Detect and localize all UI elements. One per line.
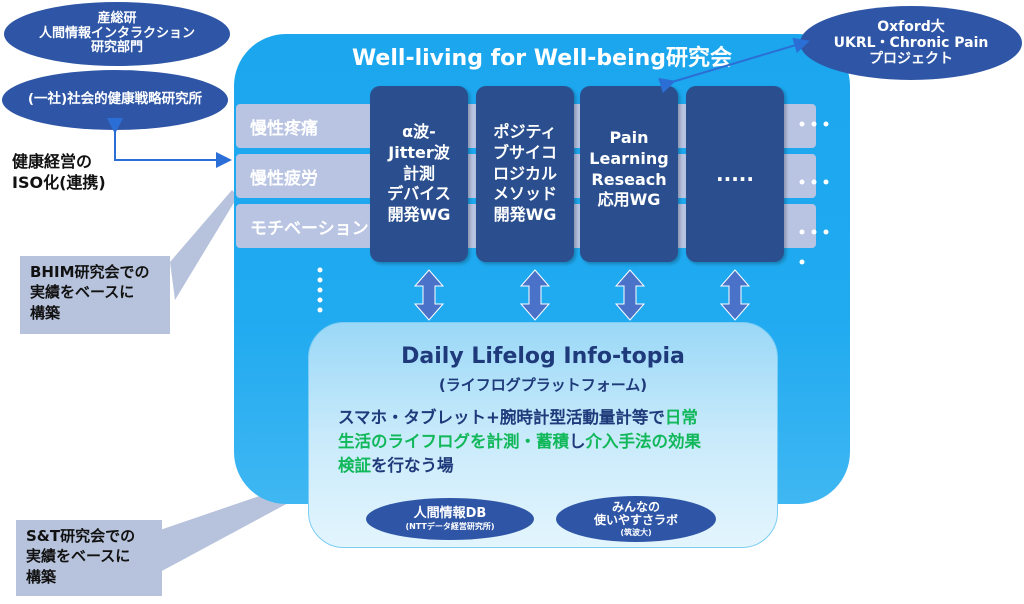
wg-line: Jitter波 <box>388 142 450 162</box>
wg-pain-learning: Pain Learning Reseach 応用WG <box>580 86 678 262</box>
wg-alpha-jitter-device: α波- Jitter波 計測 デバイス 開発WG <box>370 86 468 262</box>
wg-line: α波- <box>402 122 436 141</box>
wg-line: 計測 <box>402 163 435 183</box>
society-label: (一社)社会的健康戦略研究所 <box>27 91 203 108</box>
desc-highlight: 介入手法の効果 <box>585 431 702 451</box>
oxford-ellipse: Oxford大 UKRL・Chronic Pain プロジェクト <box>800 6 1022 80</box>
iso-line2: ISO化(連携) <box>12 172 106 192</box>
wg-more: ..... <box>686 86 784 262</box>
double-arrow-icon <box>519 269 551 321</box>
desc-text: し <box>569 431 586 451</box>
desc-line-3: 検証を行なう場 <box>338 454 768 478</box>
wg-line: デバイス <box>387 184 451 204</box>
human-info-db-ellipse: 人間情報DB (NTTデータ経営研究所) <box>366 498 534 540</box>
desc-line-2: 生活のライフログを計測・蓄積し介入手法の効果 <box>338 430 768 454</box>
bhim-line1: BHIM研究会での <box>30 263 150 281</box>
desc-text: を行なう場 <box>371 455 454 475</box>
aist-line3: 研究部門 <box>90 40 143 56</box>
wg-line: 開発WG <box>493 205 557 225</box>
aist-line1: 産総研 <box>97 10 137 26</box>
lab-line2: 使いやすさラボ <box>593 513 678 528</box>
bhim-line3: 構築 <box>30 303 61 322</box>
iso-text: 健康経営の ISO化(連携) <box>12 152 106 194</box>
aist-ellipse: 産総研 人間情報インタラクション 研究部門 <box>4 2 230 66</box>
desc-highlight: 検証 <box>338 455 371 475</box>
society-link-arrow <box>107 118 232 168</box>
rows-continuation-dots <box>314 264 326 314</box>
lifelog-subtitle: (ライフログプラットフォーム) <box>438 376 648 394</box>
bhim-callout-pointer <box>170 190 238 300</box>
st-line2: 実績をベースに <box>26 547 131 566</box>
wg-line: 応用WG <box>597 190 661 210</box>
right-dots-row3 <box>798 222 832 241</box>
wg-line: メソッド <box>492 184 557 204</box>
usability-lab-ellipse: みんなの 使いやすさラボ (筑波大) <box>556 496 716 542</box>
st-line1: S&T研究会での <box>26 527 136 545</box>
db-title: 人間情報DB <box>413 505 487 521</box>
wg-line: ..... <box>716 162 754 186</box>
wg-line: 開発WG <box>387 205 451 225</box>
lab-line1: みんなの <box>611 499 660 514</box>
right-dots-row4 <box>798 252 808 271</box>
iso-line1: 健康経営の <box>12 152 93 171</box>
wg-line: Pain <box>609 128 649 147</box>
double-arrow-icon <box>719 269 751 321</box>
lifelog-description: スマホ・タブレット+腕時計型活動量計等で日常 生活のライフログを計測・蓄積し介入… <box>338 406 768 478</box>
wg-line: Reseach <box>591 169 667 189</box>
double-arrow-icon <box>614 269 646 321</box>
desc-text: スマホ・タブレット+腕時計型活動量計等で <box>338 408 665 427</box>
wg-line: ポジティ <box>493 122 557 141</box>
desc-highlight: 生活のライフログを計測・蓄積 <box>338 431 569 451</box>
oxford-line2: UKRL・Chronic Pain <box>833 34 989 51</box>
bhim-callout: BHIM研究会での 実績をベースに 構築 <box>20 256 170 334</box>
wg-line: ブサイコ <box>492 142 557 162</box>
desc-highlight: 日常 <box>664 408 698 427</box>
db-sub: (NTTデータ経営研究所) <box>405 521 495 531</box>
wg-positive-psychology: ポジティ ブサイコ ロジカル メソッド 開発WG <box>476 86 574 262</box>
lifelog-title: Daily Lifelog Info-topia <box>401 344 685 369</box>
bhim-line2: 実績をベースに <box>30 283 135 302</box>
oxford-line1: Oxford大 <box>877 18 945 35</box>
desc-line-1: スマホ・タブレット+腕時計型活動量計等で日常 <box>338 406 768 430</box>
st-callout: S&T研究会での 実績をベースに 構築 <box>16 520 162 596</box>
wg-line: Learning <box>589 148 669 168</box>
st-line3: 構築 <box>26 567 57 586</box>
double-arrow-icon <box>413 269 445 321</box>
oxford-link-arrow <box>658 37 810 94</box>
lab-sub: (筑波大) <box>620 528 652 538</box>
right-dots-row1 <box>798 114 832 133</box>
wg-line: ロジカル <box>492 163 557 183</box>
right-dots-row2 <box>798 172 832 191</box>
aist-line2: 人間情報インタラクション <box>38 25 195 41</box>
oxford-line3: プロジェクト <box>869 51 953 68</box>
